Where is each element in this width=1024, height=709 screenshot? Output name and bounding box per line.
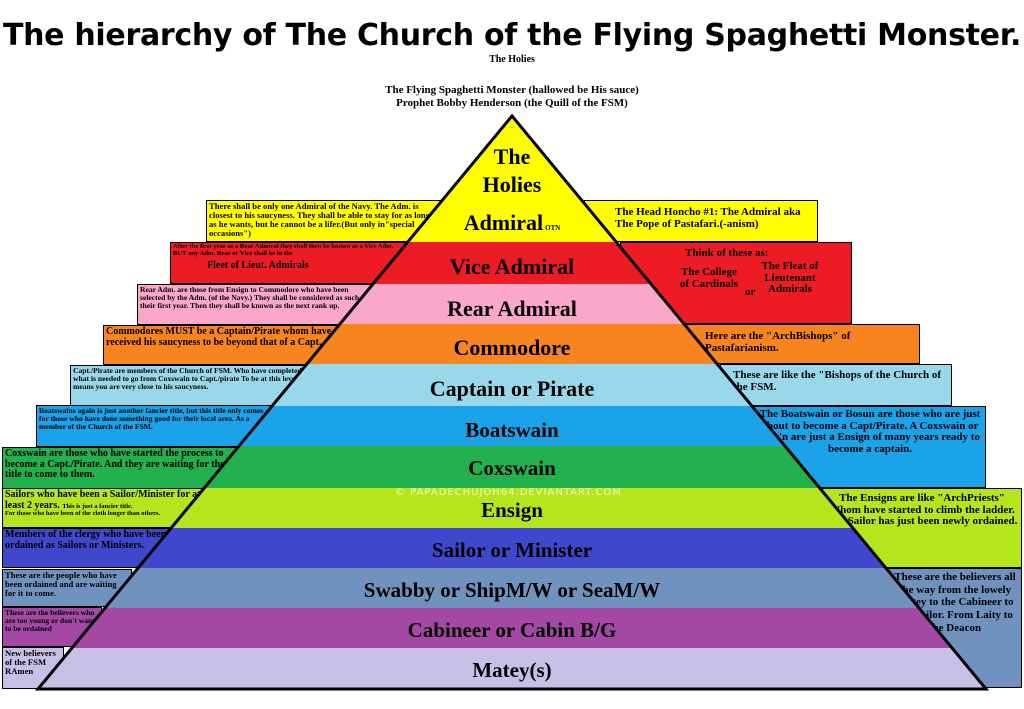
tier-band-12 [38, 648, 986, 689]
tier-label-8: Ensign [481, 498, 543, 522]
right-note-vice-college: The College of Cardinals [679, 266, 739, 290]
pyramid-outline [34, 113, 990, 691]
right-note-vice-title: Think of these as: [685, 247, 769, 259]
tier-label-3: Rear Admiral [447, 296, 577, 321]
right-note-vice-or: or [745, 286, 756, 298]
tier-label-5: Captain or Pirate [430, 376, 595, 401]
tier-band-2 [373, 242, 651, 284]
tier-label-4: Commodore [454, 335, 571, 360]
tier-label-11: Cabineer or Cabin B/G [408, 618, 617, 642]
left-note-rear-admiral: Rear Adm. are those from Ensign to Commo… [137, 284, 375, 325]
left-note-admiral: There shall be only one Admiral of the N… [206, 200, 442, 242]
right-note-commodore: Here are the "ArchBishops" of Pastafaria… [686, 324, 920, 364]
diagram-title: The hierarchy of The Church of the Flyin… [2, 18, 1022, 53]
tier-band-11 [71, 608, 953, 648]
right-note-vice-fleet: The Fleat of Lieutenant Admirals [761, 260, 819, 296]
left-note-vice-small: After the first year as a Rear Admiral t… [173, 243, 394, 257]
left-note-commodore: Commodores MUST be a Captain/Pirate whom… [103, 325, 343, 365]
tier-label-10: Swabby or ShipM/W or SeaM/W [364, 578, 660, 602]
tier-band-3 [339, 284, 685, 324]
prophet-line: Prophet Bobby Henderson (the Quill of th… [396, 97, 628, 109]
tier-band-1 [407, 200, 617, 242]
tier-band-5 [272, 364, 752, 406]
holies-caption: The Holies [489, 54, 535, 65]
left-note-ensign-small2: For those who have been of the cloth lon… [5, 510, 161, 517]
left-note-ensign-small: This is just a fancier title. [62, 502, 133, 510]
left-note-vice-big: Fleet of Lieut. Admirals [207, 259, 309, 271]
tier-band-7 [204, 446, 820, 488]
left-note-captain: Capt./Pirate are members of the Church o… [70, 365, 310, 407]
tier-label-2: Vice Admiral [450, 254, 574, 279]
left-note-boatswain: Boatswains again is just another fancier… [36, 405, 276, 447]
tier-band-10 [105, 568, 919, 608]
left-note-ensign-main: Sailors who have been a Sailor/Minister … [5, 489, 201, 511]
tier-band-9 [138, 528, 886, 568]
left-note-coxswain: Coxswain are those who have started the … [2, 447, 242, 489]
tier-band-4 [306, 324, 718, 364]
watermark-text: © PAPADECHUJOH64.DEVIANTART.COM [395, 487, 622, 498]
tier-label-6: Boatswain [465, 418, 559, 442]
left-note-cabineer: These are the believers who are too youn… [2, 607, 102, 647]
tier-band-8 [171, 488, 853, 528]
tier-band-0 [442, 116, 582, 200]
right-note-captain: These are like the "Bishops of the Churc… [720, 364, 952, 406]
right-note-admiral: The Head Honcho #1: The Admiral aka The … [584, 200, 818, 242]
fsm-line: The Flying Spaghetti Monster (hallowed b… [385, 84, 639, 96]
tier-label-7: Coxswain [468, 456, 556, 480]
tier-label-9: Sailor or Minister [432, 538, 592, 562]
left-note-vice-admiral: After the first year as a Rear Admiral t… [170, 242, 410, 284]
tier-label-12: Matey(s) [472, 658, 551, 682]
tier-band-6 [239, 406, 785, 446]
